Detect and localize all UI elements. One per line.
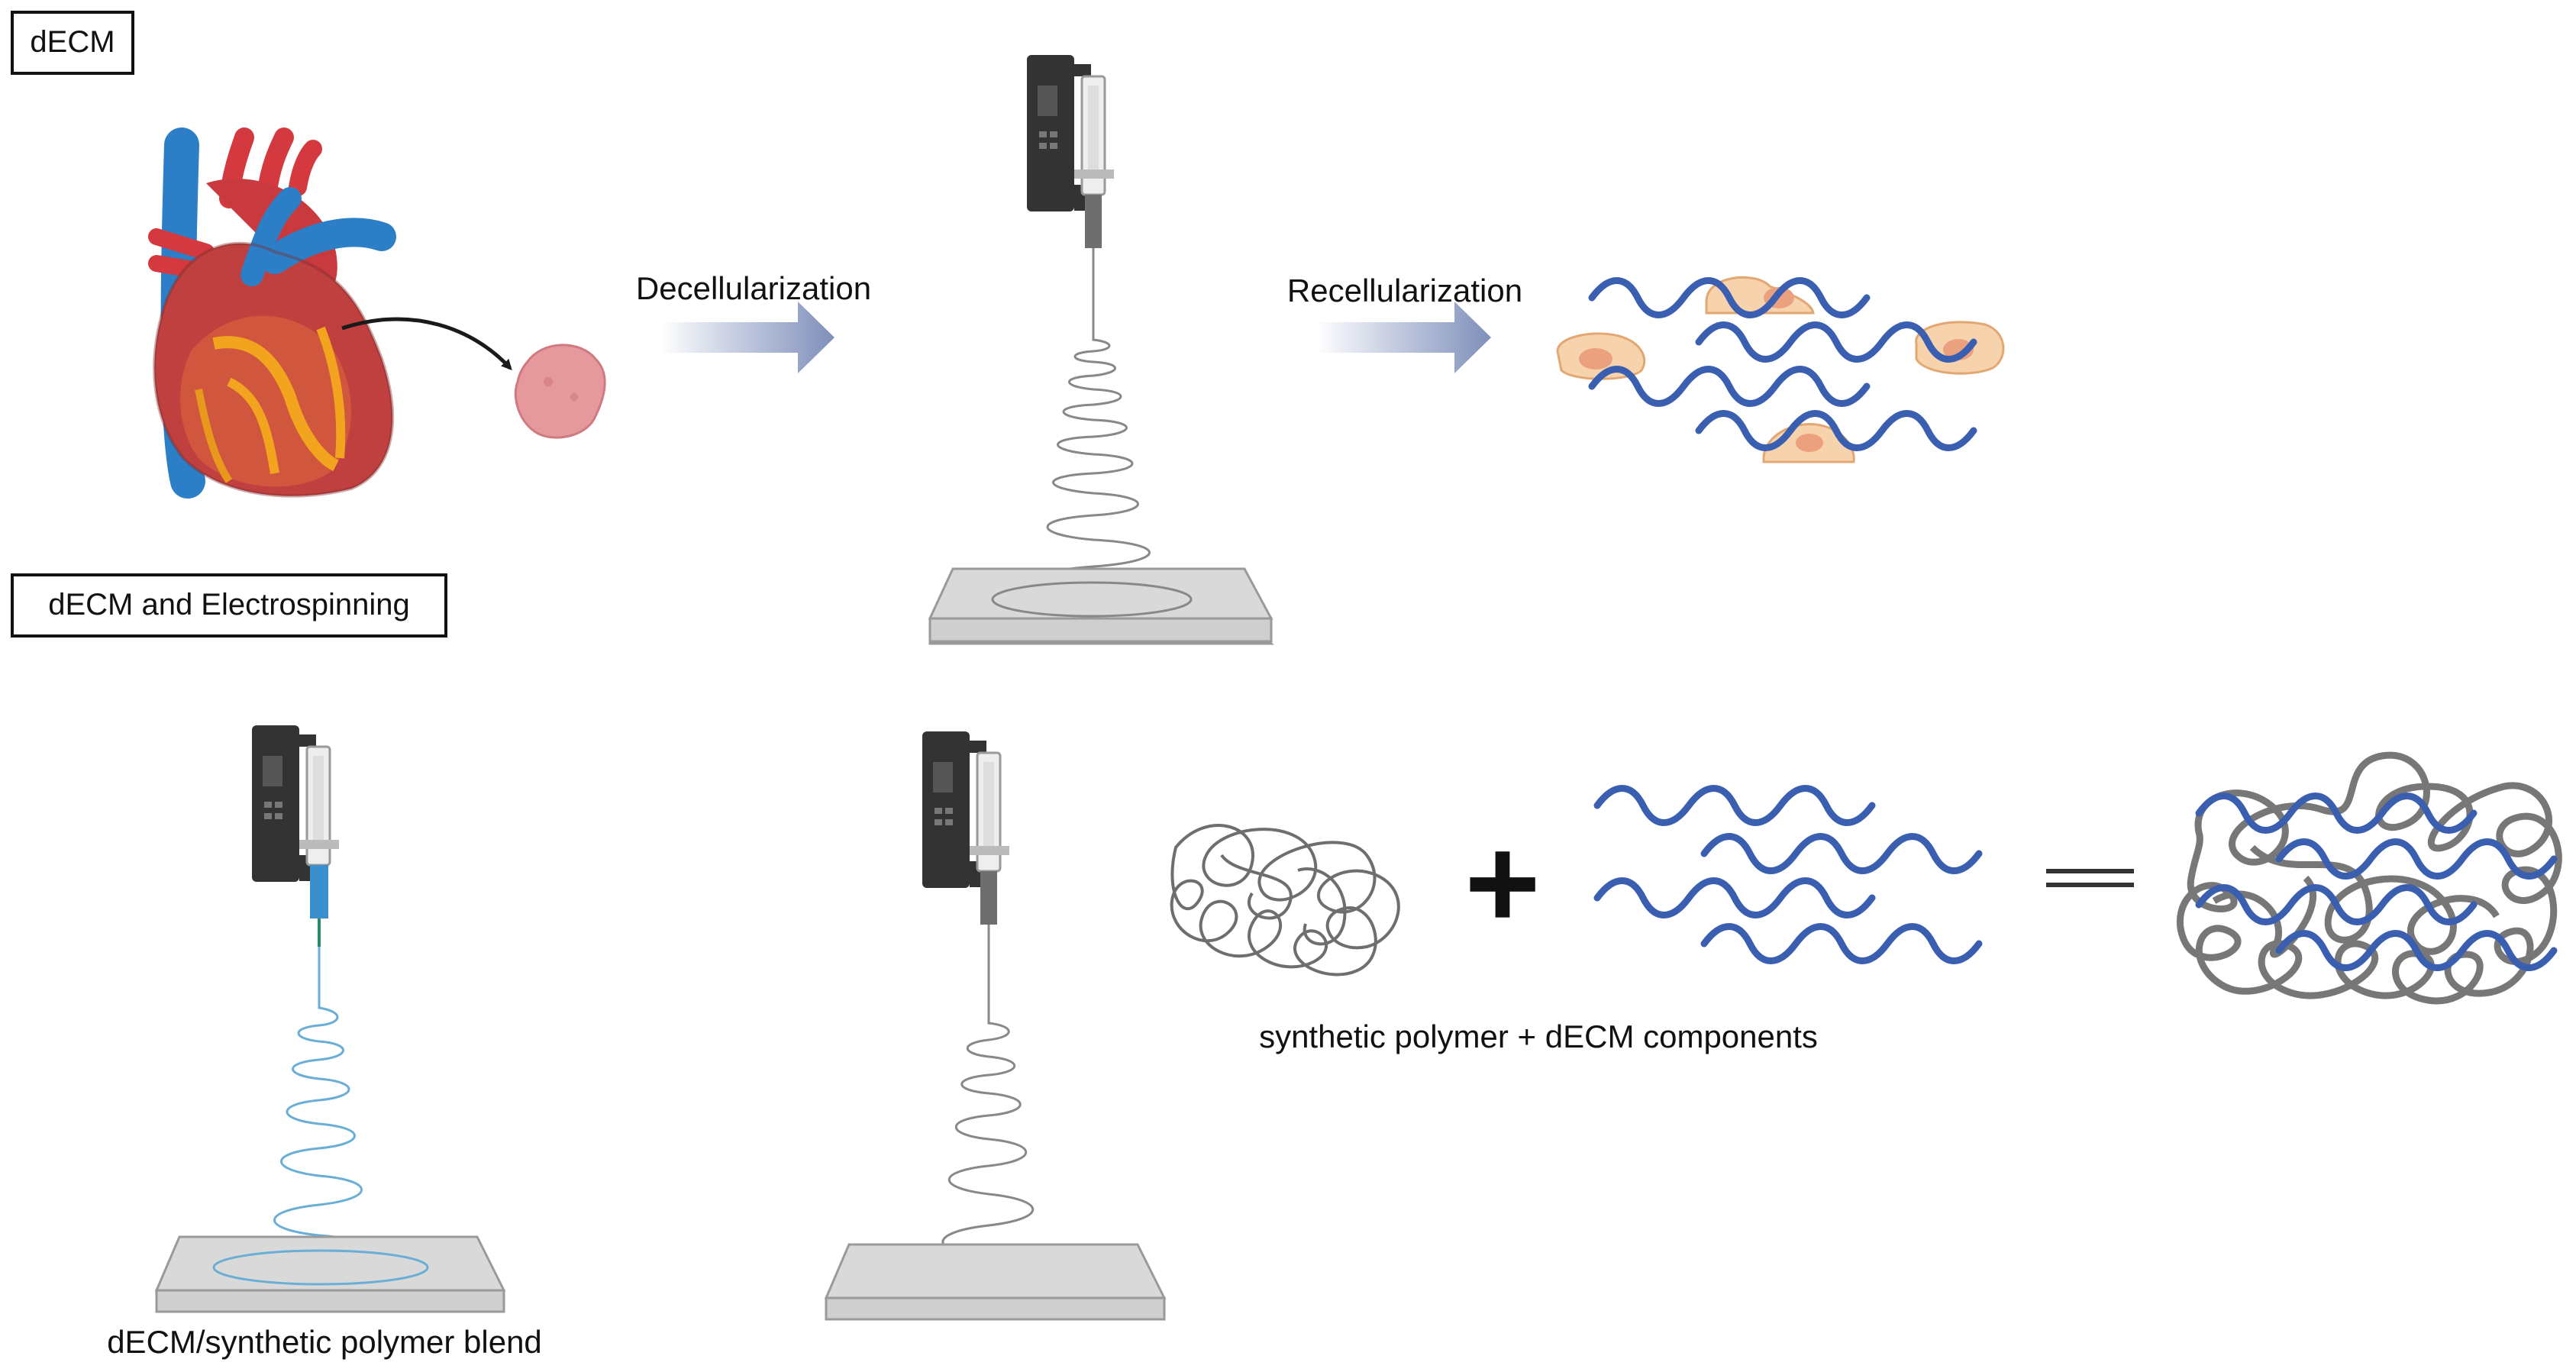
decm-fibers <box>1597 789 1979 961</box>
svg-text:dECM and Electrospinning: dECM and Electrospinning <box>48 588 410 621</box>
collector-plate-icon <box>824 1243 1167 1321</box>
svg-text:Recellularization: Recellularization <box>1287 273 1522 308</box>
recellularized-scaffold <box>1556 276 2005 463</box>
tissue-icon <box>514 344 606 439</box>
fiber-loop <box>991 581 1193 618</box>
electrospinner-icon <box>921 730 1011 960</box>
plus-operator: + <box>1464 811 1540 956</box>
svg-text:Decellularization: Decellularization <box>636 270 871 306</box>
blue-fiber-jet <box>240 947 386 1270</box>
svg-text:dECM: dECM <box>30 25 115 59</box>
tissue-detail <box>544 377 553 386</box>
fiber-tangle-detail <box>1220 854 1293 920</box>
tissue-detail <box>570 393 578 401</box>
collector-plate-icon <box>928 567 1274 645</box>
fiber-loop <box>212 1249 429 1286</box>
electrospinner-icon <box>1025 53 1115 307</box>
equals-operator <box>2046 869 2134 887</box>
composite-scaffold <box>2176 751 2562 1005</box>
fiber-tangle-detail <box>1297 867 1347 946</box>
blend-caption: dECM/synthetic polymer blend <box>107 1324 542 1360</box>
fiber-tangle-icon <box>1170 824 1400 977</box>
components-caption: synthetic polymer + dECM components <box>1259 1019 1818 1054</box>
fiber-jet <box>905 960 1058 1291</box>
decellularization-arrow: Decellularization <box>636 270 871 373</box>
section-label-decm-electrospinning: dECM and Electrospinning <box>11 573 447 638</box>
extraction-arrow <box>341 317 512 370</box>
recellularization-arrow: Recellularization <box>1287 273 1522 373</box>
electrospinner-icon <box>250 724 341 947</box>
heart-icon <box>148 128 396 499</box>
section-label-decm: dECM <box>11 11 134 75</box>
collector-plate-icon <box>154 1235 506 1313</box>
